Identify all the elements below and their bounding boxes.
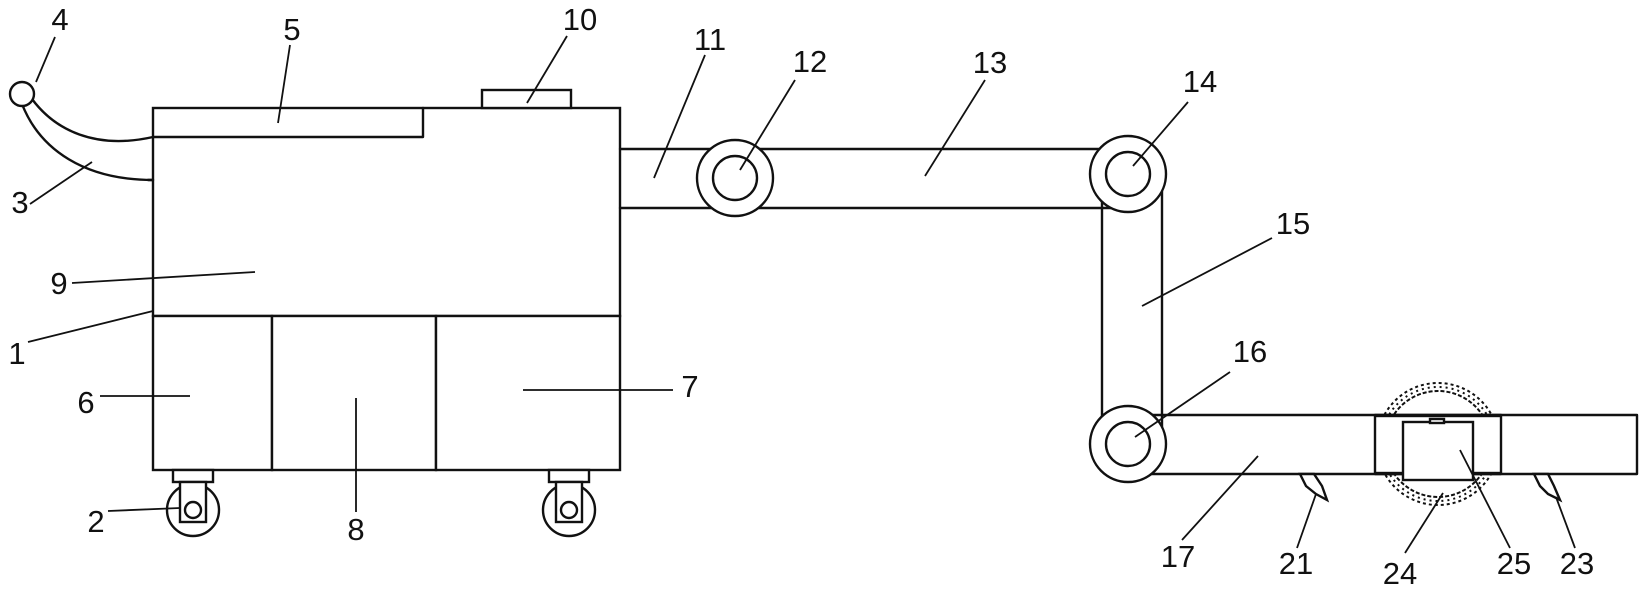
leader-lines [27, 35, 1576, 554]
leader-25 [1459, 449, 1511, 549]
label-23: 23 [1560, 546, 1594, 581]
label-16: 16 [1233, 334, 1267, 369]
motor-box [1401, 420, 1475, 482]
wheel-right [541, 468, 597, 538]
leader-9 [71, 271, 256, 284]
leader-21 [1296, 493, 1317, 549]
arm-link-15 [1100, 172, 1164, 443]
wheel-right-axle [559, 500, 579, 520]
label-9: 9 [50, 266, 67, 301]
label-11: 11 [694, 22, 726, 57]
reference-labels: 1 2 3 4 5 6 7 8 9 10 11 12 13 14 15 16 1… [8, 2, 1594, 591]
lower-compartment-right [434, 314, 622, 472]
label-17: 17 [1161, 539, 1195, 574]
leader-2 [107, 507, 181, 512]
motor-box-cap [1428, 417, 1446, 425]
leader-5 [277, 44, 291, 124]
leader-3 [29, 161, 93, 205]
leader-4 [35, 36, 56, 83]
wheel-left-axle [183, 500, 203, 520]
leader-24 [1404, 492, 1444, 554]
wheel-left-bracket [171, 468, 215, 484]
label-14: 14 [1183, 64, 1217, 99]
leader-23 [1555, 496, 1576, 549]
label-25: 25 [1497, 546, 1531, 581]
leader-13 [924, 79, 986, 177]
leader-12 [739, 79, 796, 171]
joint-14 [1088, 134, 1168, 214]
label-3: 3 [11, 185, 28, 220]
label-13: 13 [973, 45, 1007, 80]
label-10: 10 [563, 2, 597, 37]
hose-upper [30, 97, 155, 143]
leader-15 [1141, 237, 1273, 307]
leader-17 [1181, 455, 1259, 541]
leader-1 [27, 310, 154, 343]
leader-10 [526, 35, 568, 104]
leader-11 [653, 54, 706, 179]
label-15: 15 [1276, 206, 1310, 241]
spray-nozzle-left [1298, 472, 1330, 503]
joint-12 [695, 138, 775, 218]
joint-16 [1088, 404, 1168, 484]
upper-housing [151, 106, 622, 318]
label-21: 21 [1279, 546, 1313, 581]
top-box [480, 88, 573, 110]
spray-nozzle-right [1532, 472, 1563, 503]
leader-16 [1134, 371, 1231, 438]
rotating-brush [1373, 382, 1503, 506]
label-7: 7 [681, 369, 698, 404]
wheel-right-bracket [547, 468, 591, 484]
label-2: 2 [87, 504, 104, 539]
label-1: 1 [8, 336, 25, 371]
hose-assembly [8, 80, 155, 182]
label-5: 5 [283, 12, 300, 47]
label-6: 6 [77, 385, 94, 420]
cart-body [151, 88, 622, 472]
nozzle-ball [8, 80, 36, 108]
label-24: 24 [1383, 556, 1417, 591]
arm-link-13 [733, 147, 1130, 210]
wheel-left [165, 468, 221, 538]
label-12: 12 [793, 44, 827, 79]
label-8: 8 [347, 512, 364, 547]
leader-14 [1132, 101, 1189, 167]
lower-compartment-middle [270, 314, 438, 472]
top-panel [151, 106, 425, 139]
hose-lower [20, 102, 155, 182]
label-4: 4 [51, 2, 68, 37]
lower-compartment-left [151, 314, 274, 472]
